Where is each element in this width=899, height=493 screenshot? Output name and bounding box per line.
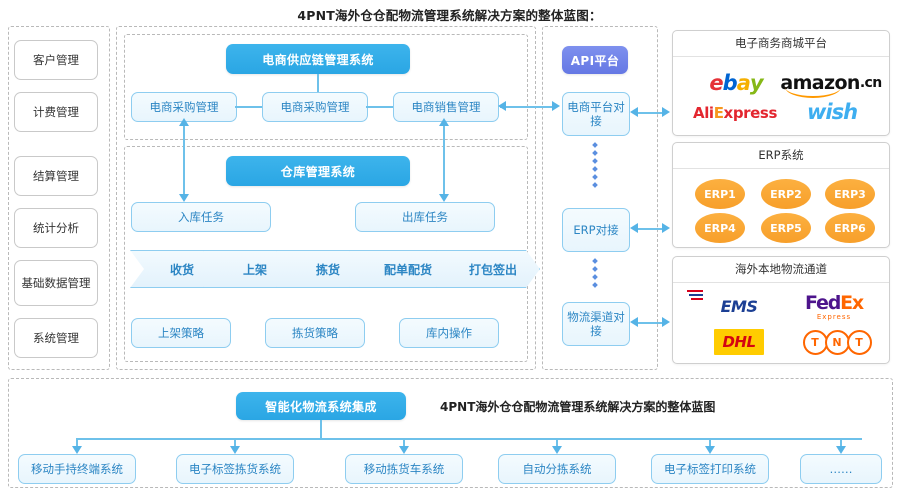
sidebar-item-system[interactable]: 系统管理 bbox=[14, 318, 98, 358]
amazon-smile-icon bbox=[785, 87, 841, 98]
box-pick-strategy[interactable]: 拣货策略 bbox=[265, 318, 365, 348]
card-title-ecommerce: 电子商务商城平台 bbox=[673, 31, 889, 57]
box-erp-connector[interactable]: ERP对接 bbox=[562, 208, 630, 252]
connector-core-to-api bbox=[500, 106, 554, 108]
card-logistics-channels: 海外本地物流通道 EMS FedEx Express DHL T N bbox=[672, 256, 890, 364]
sidebar-item-customer[interactable]: 客户管理 bbox=[14, 40, 98, 80]
sidebar-item-base-data[interactable]: 基础数据管理 bbox=[14, 260, 98, 306]
box-ecom-sales[interactable]: 电商销售管理 bbox=[393, 92, 499, 122]
connector-purchase2-sales bbox=[366, 106, 393, 108]
erp-item-3[interactable]: ERP3 bbox=[825, 179, 875, 209]
box-inbound-task[interactable]: 入库任务 bbox=[131, 202, 271, 232]
warehouse-header: 仓库管理系统 bbox=[226, 156, 410, 186]
bottom-item-etag-pick[interactable]: 电子标签拣货系统 bbox=[176, 454, 294, 484]
arrow-left-logistics-icon bbox=[630, 317, 638, 327]
connector-api-to-logistics bbox=[634, 322, 666, 324]
arrow-left-to-core-icon bbox=[498, 101, 506, 111]
arrow-right-to-api-icon bbox=[552, 101, 560, 111]
arrow-left-ecommerce-icon bbox=[630, 107, 638, 117]
box-putaway-strategy[interactable]: 上架策略 bbox=[131, 318, 231, 348]
connector-purchase1-purchase2 bbox=[235, 106, 262, 108]
connector-drop-4 bbox=[556, 438, 558, 448]
arrow-right-logistics-icon bbox=[662, 317, 670, 327]
box-ecom-platform-connector[interactable]: 电商平台对接 bbox=[562, 92, 630, 136]
arrow-right-erp-icon bbox=[662, 223, 670, 233]
arrow-right-ecommerce-icon bbox=[662, 107, 670, 117]
sidebar-item-billing[interactable]: 计费管理 bbox=[14, 92, 98, 132]
erp-item-1[interactable]: ERP1 bbox=[695, 179, 745, 209]
sidebar-item-settlement[interactable]: 结算管理 bbox=[14, 156, 98, 196]
smart-logistics-header: 智能化物流系统集成 bbox=[236, 392, 406, 420]
arrow-down-inbound-icon bbox=[179, 194, 189, 202]
fedex-logo-icon: FedEx Express bbox=[805, 291, 864, 321]
erp-item-6[interactable]: ERP6 bbox=[825, 213, 875, 243]
supply-chain-group bbox=[124, 34, 528, 140]
connector-bottom-bus bbox=[76, 438, 862, 440]
connector-sales-to-outbound bbox=[443, 122, 445, 198]
box-logistics-connector[interactable]: 物流渠道对接 bbox=[562, 302, 630, 346]
tnt-logo-icon: T N T bbox=[799, 329, 875, 355]
bottom-item-etag-print[interactable]: 电子标签打印系统 bbox=[651, 454, 769, 484]
sidebar-panel bbox=[8, 26, 110, 370]
ems-bars-icon bbox=[687, 290, 703, 300]
card-title-erp: ERP系统 bbox=[673, 143, 889, 169]
api-panel bbox=[542, 26, 658, 370]
box-ecom-purchase-1[interactable]: 电商采购管理 bbox=[131, 92, 237, 122]
arrow-down-2-icon bbox=[230, 446, 240, 454]
arrow-down-5-icon bbox=[705, 446, 715, 454]
step-pack-signout[interactable]: 打包签出 bbox=[436, 250, 540, 288]
bottom-item-pick-cart[interactable]: 移动拣货车系统 bbox=[345, 454, 463, 484]
arrow-down-outbound-icon bbox=[439, 194, 449, 202]
amazon-logo-icon: amazon.cn bbox=[780, 69, 882, 98]
arrow-down-3-icon bbox=[399, 446, 409, 454]
card-title-logistics: 海外本地物流通道 bbox=[673, 257, 889, 283]
bottom-item-more[interactable]: …… bbox=[800, 454, 882, 484]
arrow-up-outbound-icon bbox=[439, 118, 449, 126]
dotted-separator-1 bbox=[592, 142, 598, 188]
supply-chain-header: 电商供应链管理系统 bbox=[226, 44, 410, 74]
arrow-down-6-icon bbox=[836, 446, 846, 454]
connector-purchase-to-inbound bbox=[183, 122, 185, 198]
connector-drop-5 bbox=[709, 438, 711, 448]
bottom-item-auto-sort[interactable]: 自动分拣系统 bbox=[498, 454, 616, 484]
connector-drop-6 bbox=[840, 438, 842, 448]
arrow-down-1-icon bbox=[72, 446, 82, 454]
connector-drop-1 bbox=[76, 438, 78, 448]
erp-item-4[interactable]: ERP4 bbox=[695, 213, 745, 243]
arrow-down-4-icon bbox=[552, 446, 562, 454]
arrow-left-erp-icon bbox=[630, 223, 638, 233]
box-outbound-task[interactable]: 出库任务 bbox=[355, 202, 495, 232]
erp-item-5[interactable]: ERP5 bbox=[761, 213, 811, 243]
card-erp-systems: ERP系统 ERP1 ERP2 ERP3 ERP4 ERP5 ERP6 bbox=[672, 142, 890, 248]
connector-api-to-erp bbox=[634, 228, 666, 230]
connector-drop-3 bbox=[403, 438, 405, 448]
sidebar-item-statistics[interactable]: 统计分析 bbox=[14, 208, 98, 248]
arrow-up-inbound-icon bbox=[179, 118, 189, 126]
api-platform-header: API平台 bbox=[562, 46, 628, 74]
box-inwarehouse-ops[interactable]: 库内操作 bbox=[399, 318, 499, 348]
dotted-separator-2 bbox=[592, 258, 598, 288]
step-allocate[interactable]: 配单配货 bbox=[349, 250, 457, 288]
connector-header-to-purchase2 bbox=[317, 74, 319, 92]
page-title: 4PNT海外仓仓配物流管理系统解决方案的整体蓝图： bbox=[297, 8, 602, 23]
wish-logo-icon: wish bbox=[806, 100, 858, 124]
connector-drop-2 bbox=[234, 438, 236, 448]
ems-logo-icon: EMS bbox=[687, 290, 779, 319]
box-ecom-purchase-2[interactable]: 电商采购管理 bbox=[262, 92, 368, 122]
connector-bottom-stem bbox=[320, 420, 322, 438]
connector-api-to-ecommerce bbox=[634, 112, 666, 114]
erp-item-2[interactable]: ERP2 bbox=[761, 179, 811, 209]
dhl-logo-icon: DHL bbox=[697, 329, 781, 355]
bottom-item-handheld[interactable]: 移动手持终端系统 bbox=[18, 454, 136, 484]
bottom-note: 4PNT海外仓仓配物流管理系统解决方案的整体蓝图 bbox=[440, 400, 716, 414]
